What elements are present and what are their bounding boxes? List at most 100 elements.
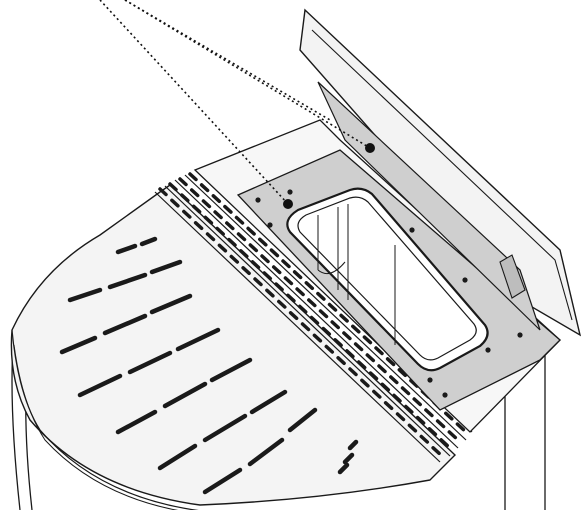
rib-dash xyxy=(217,243,228,253)
rib-dash xyxy=(253,277,263,287)
rib-dash xyxy=(339,313,349,323)
rib-dash xyxy=(201,199,212,209)
rib-dash xyxy=(455,422,466,432)
vent-slot xyxy=(127,350,173,375)
rib-dash xyxy=(213,210,223,220)
vent-slot xyxy=(202,467,243,495)
rib-dash xyxy=(248,243,259,253)
vent-slot xyxy=(149,293,193,315)
rib-dash xyxy=(199,183,210,193)
rib-dash xyxy=(168,182,178,192)
vent-slot xyxy=(149,259,183,275)
rib-dash xyxy=(397,368,408,378)
rib-dash xyxy=(236,232,247,242)
vent-slot xyxy=(77,373,123,398)
rib-dash xyxy=(372,389,382,399)
vent-slot xyxy=(247,437,285,467)
rib-dash xyxy=(383,401,394,411)
vent-slot xyxy=(175,327,221,352)
rib-dash xyxy=(211,194,222,204)
rib-dash xyxy=(283,276,294,286)
rib-dash xyxy=(316,291,326,301)
vent-slots xyxy=(59,236,359,495)
rib-dash xyxy=(392,393,402,403)
lid-hinge xyxy=(499,254,526,299)
vent-slot xyxy=(115,243,138,255)
vent-slot xyxy=(107,272,148,290)
vent-slot xyxy=(209,357,253,383)
rib-dash xyxy=(427,427,438,437)
screw-hole xyxy=(462,277,468,283)
rib-dash xyxy=(189,188,200,198)
rib-dash xyxy=(274,282,284,292)
rib-dash xyxy=(158,187,168,197)
rib-dash xyxy=(419,434,430,444)
rib-dash xyxy=(246,226,256,236)
rib-dash xyxy=(439,438,449,448)
rib-dash xyxy=(447,430,458,440)
rib-dash xyxy=(271,265,282,275)
rib-dash xyxy=(215,226,225,236)
rib-dash xyxy=(324,344,335,354)
rib-dash xyxy=(286,293,296,303)
rib-dash xyxy=(182,209,192,219)
rib-dash xyxy=(269,248,280,258)
vent-slot xyxy=(287,407,318,433)
rib-dash xyxy=(351,324,361,334)
vent-slot xyxy=(249,389,288,415)
rib-dash xyxy=(336,356,346,366)
rib-dash xyxy=(223,204,233,214)
rib-dash xyxy=(239,249,249,259)
vent-slot xyxy=(162,381,208,409)
top-plate xyxy=(10,184,457,506)
callout-line-2 xyxy=(99,0,289,205)
rib-dash xyxy=(229,254,240,264)
rib-dashes xyxy=(158,172,466,456)
screw-hole xyxy=(267,222,273,228)
rib-dash xyxy=(318,309,329,319)
rib-dash xyxy=(180,193,190,203)
callout-dot-lid xyxy=(365,143,375,153)
rib-dash xyxy=(300,322,311,332)
rib-dash xyxy=(365,353,376,363)
rib-dash xyxy=(333,338,343,348)
rib-dash xyxy=(377,364,387,374)
rib-dash xyxy=(435,419,446,429)
rib-dash xyxy=(412,397,422,407)
screw-hole xyxy=(485,347,491,353)
rib-dash xyxy=(188,172,198,182)
rib-dash xyxy=(250,260,261,270)
rib-dash xyxy=(348,367,358,377)
callout-dot-frame xyxy=(283,199,293,209)
vent-slot xyxy=(337,462,350,475)
rib-dash xyxy=(260,254,270,264)
rib-dash xyxy=(178,177,188,187)
rib-dash xyxy=(395,412,406,422)
rib-dash xyxy=(431,446,441,456)
rib-dash xyxy=(277,299,287,309)
rib-dash xyxy=(265,288,275,298)
rib-dash xyxy=(234,215,245,225)
rib-dash xyxy=(400,386,411,396)
rib-dash xyxy=(170,198,180,208)
rib-dash xyxy=(444,411,454,421)
vent-slot xyxy=(115,409,158,435)
screw-hole xyxy=(409,227,415,233)
rib-dash xyxy=(374,346,384,356)
rib-dash xyxy=(258,237,268,247)
rib-dash xyxy=(225,221,235,231)
rib-dash xyxy=(281,259,291,269)
vent-slot xyxy=(139,236,158,247)
rib-dash xyxy=(191,204,202,214)
rib-dash xyxy=(404,404,414,414)
opening-window xyxy=(286,187,489,372)
rib-dash xyxy=(193,221,204,231)
rib-dash xyxy=(424,408,434,418)
rib-dash xyxy=(288,311,299,321)
rib-dash xyxy=(407,423,418,433)
vent-slot xyxy=(202,413,248,443)
rib-dash xyxy=(360,378,370,388)
rib-dash xyxy=(345,349,355,359)
rib-dash xyxy=(362,335,373,345)
rib-dash xyxy=(312,333,323,343)
